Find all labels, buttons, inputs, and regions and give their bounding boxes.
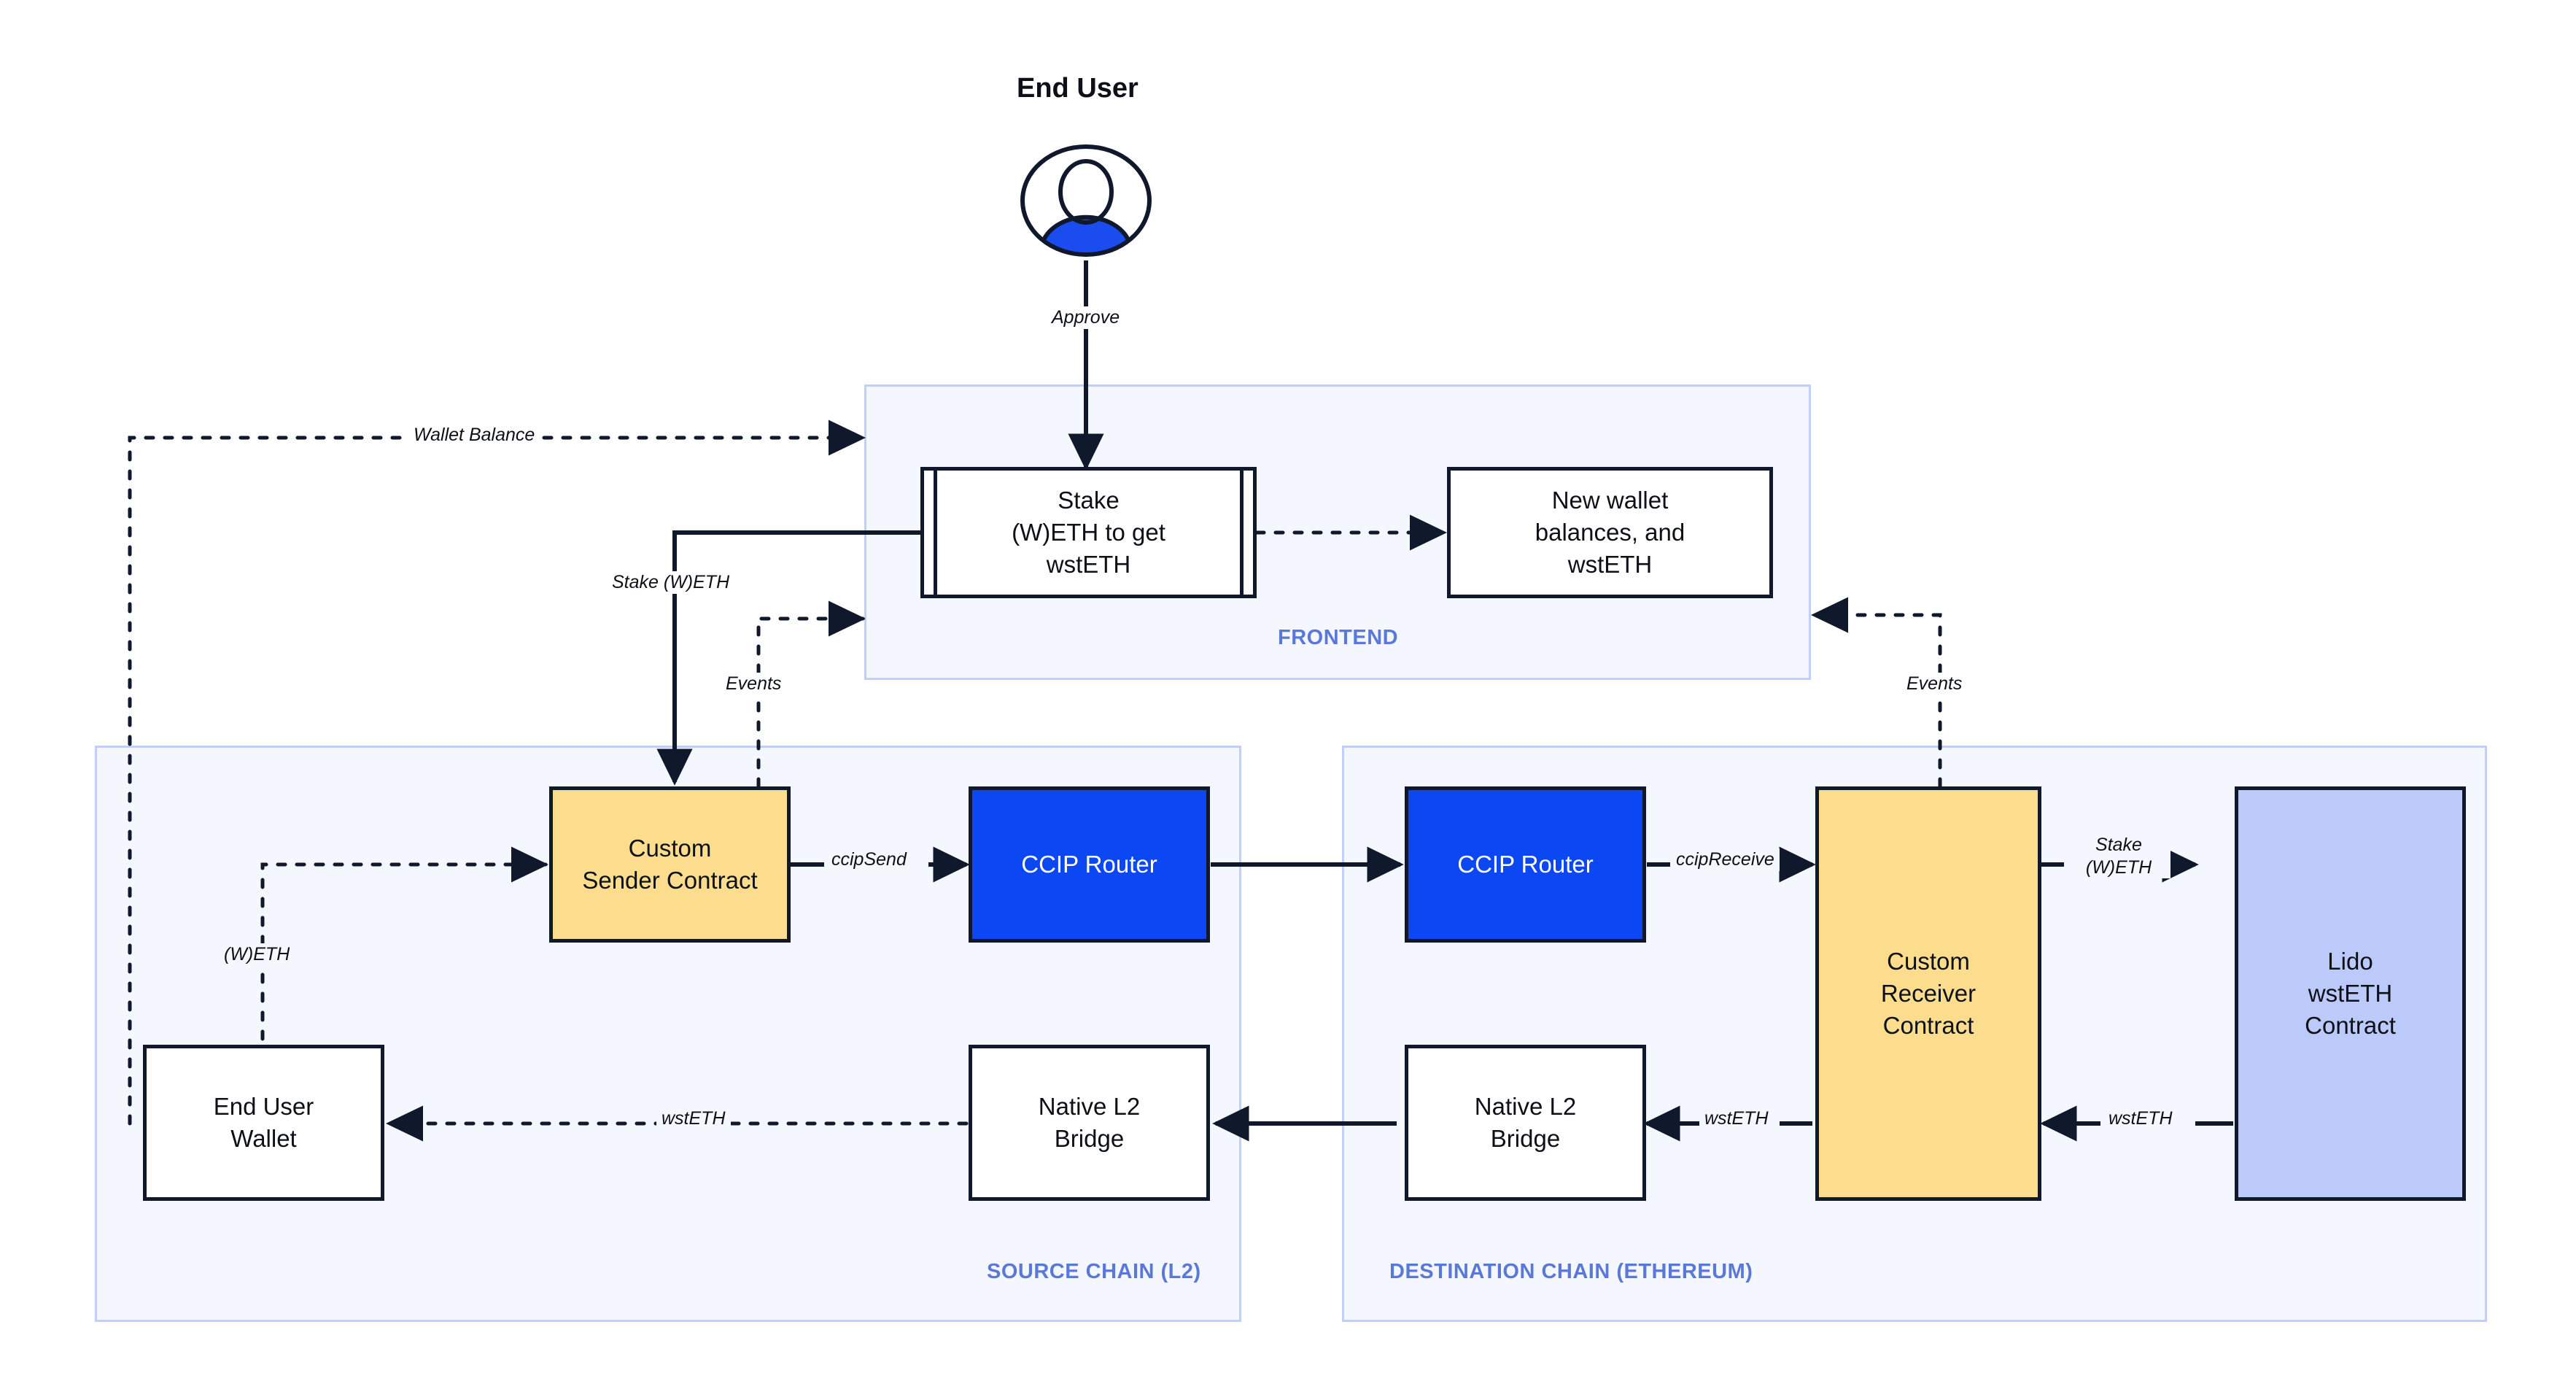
panel-label-destination-chain: DESTINATION CHAIN (ETHEREUM)	[1389, 1260, 1753, 1283]
node-new-wallet-balances[interactable]: New wallet balances, and wstETH	[1447, 467, 1773, 598]
edge-label-events-right: Events	[1901, 673, 1968, 695]
edge-label-approve: Approve	[1047, 306, 1125, 329]
node-custom-sender-contract-label: Custom Sender Contract	[582, 835, 758, 894]
node-stake-form[interactable]: Stake (W)ETH to get wstETH	[920, 467, 1257, 598]
edge-label-wsteth-mid: wstETH	[1699, 1107, 1774, 1130]
node-ccip-router-source[interactable]: CCIP Router	[969, 786, 1210, 943]
user-avatar-icon	[1015, 142, 1157, 259]
node-lido-wsteth-contract[interactable]: Lido wstETH Contract	[2235, 786, 2466, 1201]
node-end-user-wallet[interactable]: End User Wallet	[143, 1045, 384, 1201]
node-ccip-router-destination-label: CCIP Router	[1457, 851, 1594, 878]
edge-label-events-left: Events	[721, 673, 787, 695]
node-ccip-router-destination[interactable]: CCIP Router	[1405, 786, 1646, 943]
node-stake-form-label: Stake (W)ETH to get wstETH	[1012, 487, 1165, 578]
node-custom-sender-contract[interactable]: Custom Sender Contract	[549, 786, 791, 943]
edge-label-ccip-send: ccipSend	[826, 848, 912, 871]
node-native-l2-bridge-source[interactable]: Native L2 Bridge	[969, 1045, 1210, 1201]
actor-label-end-user: End User	[1017, 73, 1138, 104]
edge-label-weth: (W)ETH	[219, 943, 295, 966]
node-native-l2-bridge-destination[interactable]: Native L2 Bridge	[1405, 1045, 1646, 1201]
node-end-user-wallet-label: End User Wallet	[213, 1093, 314, 1152]
node-native-l2-bridge-destination-label: Native L2 Bridge	[1474, 1093, 1577, 1152]
node-custom-receiver-contract-label: Custom Receiver Contract	[1880, 948, 1976, 1039]
node-ccip-router-source-label: CCIP Router	[1021, 851, 1157, 878]
node-lido-wsteth-contract-label: Lido wstETH Contract	[2305, 948, 2396, 1039]
node-native-l2-bridge-source-label: Native L2 Bridge	[1038, 1093, 1141, 1152]
edge-label-stake-weth-right: Stake (W)ETH	[2067, 834, 2170, 878]
panel-label-source-chain: SOURCE CHAIN (L2)	[987, 1260, 1201, 1283]
edge-label-stake-weth-left: Stake (W)ETH	[607, 571, 735, 594]
edge-label-ccip-receive: ccipReceive	[1671, 848, 1780, 871]
edge-label-wsteth-right: wstETH	[2103, 1107, 2178, 1130]
node-new-wallet-balances-label: New wallet balances, and wstETH	[1535, 487, 1685, 578]
edge-label-wsteth-source: wstETH	[656, 1107, 731, 1130]
node-custom-receiver-contract[interactable]: Custom Receiver Contract	[1815, 786, 2041, 1201]
edge-label-wallet-balance: Wallet Balance	[408, 424, 540, 446]
panel-label-frontend: FRONTEND	[1278, 626, 1399, 649]
